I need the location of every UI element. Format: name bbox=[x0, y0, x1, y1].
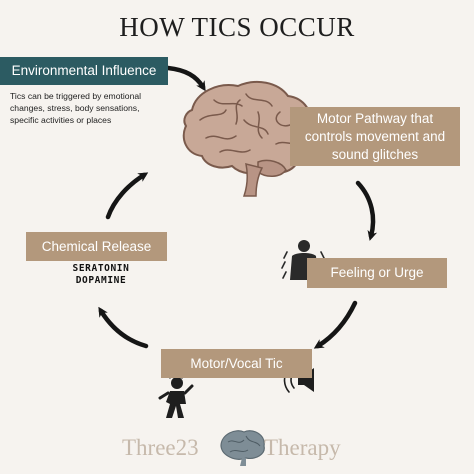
chemical-list: SERATONIN DOPAMINE bbox=[58, 263, 144, 287]
environmental-influence-description: Tics can be triggered by emotional chang… bbox=[10, 91, 142, 125]
chemical-release-label: Chemical Release bbox=[41, 238, 152, 254]
brand-name-left: Three23 bbox=[122, 435, 199, 460]
chemical-release-box: Chemical Release bbox=[26, 232, 167, 261]
motor-pathway-box: Motor Pathway that controls movement and… bbox=[290, 107, 460, 166]
environmental-influence-label: Environmental Influence bbox=[11, 63, 157, 78]
brand-logo: Three23 Therapy bbox=[0, 428, 474, 468]
brain-icon bbox=[182, 80, 315, 197]
feeling-urge-label: Feeling or Urge bbox=[330, 265, 424, 280]
arrow-chemical-to-brain bbox=[105, 172, 149, 220]
arrow-tic-to-chemical bbox=[98, 306, 149, 349]
motor-vocal-tic-box: Motor/Vocal Tic bbox=[161, 349, 312, 378]
chemical-dopamine: DOPAMINE bbox=[75, 275, 127, 286]
arrow-env-to-brain bbox=[165, 65, 206, 92]
environmental-influence-box: Environmental Influence bbox=[0, 57, 168, 85]
arrow-pathway-to-feeling bbox=[355, 180, 378, 241]
brand-name-right: Therapy bbox=[264, 435, 341, 460]
motor-pathway-label: Motor Pathway that controls movement and… bbox=[304, 110, 446, 162]
arrow-feeling-to-tic bbox=[313, 300, 358, 349]
page-title: HOW TICS OCCUR bbox=[119, 12, 355, 42]
brand-brain-icon bbox=[220, 430, 265, 466]
chemical-seratonin: SERATONIN bbox=[72, 263, 130, 274]
motor-vocal-tic-label: Motor/Vocal Tic bbox=[190, 355, 283, 371]
feeling-urge-box: Feeling or Urge bbox=[307, 258, 447, 288]
